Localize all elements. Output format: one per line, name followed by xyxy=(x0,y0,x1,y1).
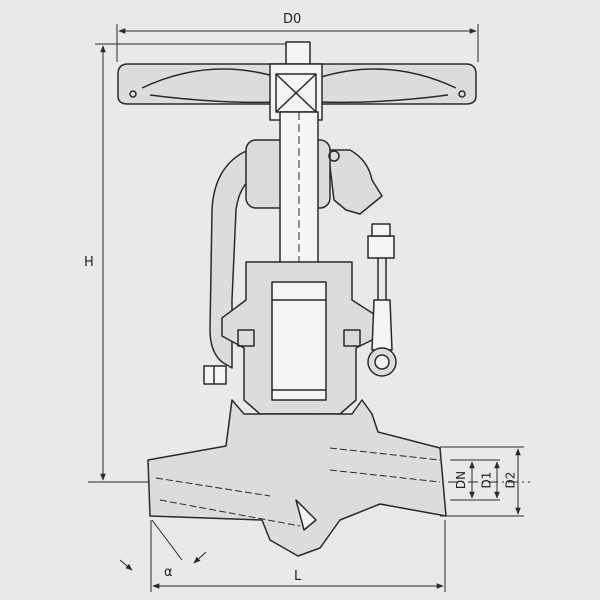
stem-nut xyxy=(285,41,311,65)
label-h: H xyxy=(84,255,94,270)
valve-body xyxy=(147,399,447,557)
packing xyxy=(271,281,327,401)
lever-bolt xyxy=(367,235,395,259)
dim-right xyxy=(440,446,524,517)
label-alpha: α xyxy=(164,565,173,580)
label-d2: D2 xyxy=(503,471,518,489)
label-l: L xyxy=(294,569,302,584)
angle-marks xyxy=(119,519,207,571)
label-dn: DN xyxy=(454,470,469,490)
dim-d0 xyxy=(116,24,479,62)
label-d0: D0 xyxy=(283,12,302,27)
left-bolt xyxy=(203,365,227,385)
label-d1: D1 xyxy=(479,471,494,489)
yoke-right xyxy=(327,149,383,215)
dim-l xyxy=(150,520,446,592)
